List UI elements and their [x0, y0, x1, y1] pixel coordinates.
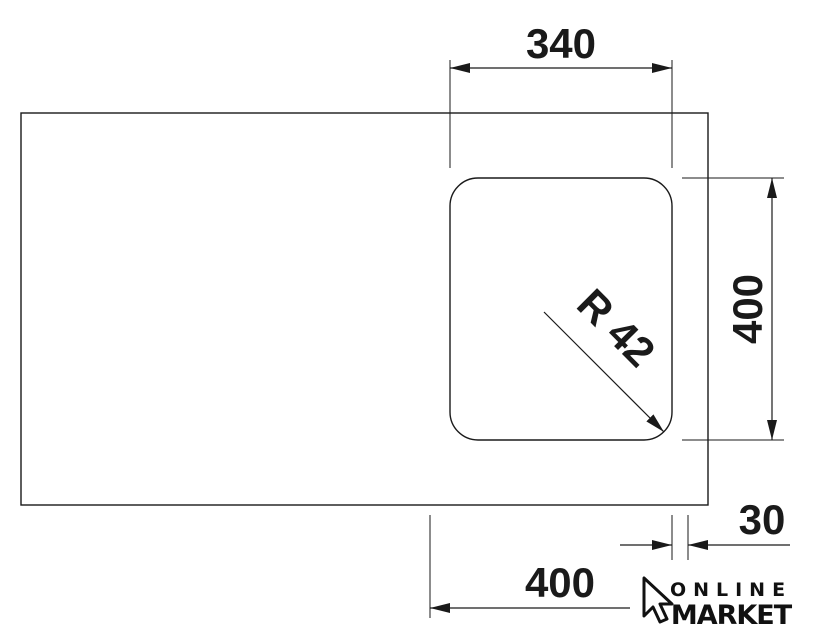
dimension-corner-radius: R 42: [543, 280, 665, 433]
dimension-rim-offset: 30: [620, 496, 790, 560]
dimension-overall-offset: 400: [429, 515, 630, 618]
label-bowl-depth: 400: [724, 274, 771, 344]
online-market-logo: ONLINE MARKET: [642, 576, 794, 631]
label-overall-offset: 400: [525, 559, 595, 606]
dimension-bowl-width: 340: [449, 20, 673, 168]
label-bowl-width: 340: [526, 20, 596, 67]
countertop-outline: [20, 112, 709, 506]
dimension-bowl-depth: 400: [682, 177, 784, 441]
logo-line2: MARKET: [671, 600, 793, 631]
sink-bowl-outline: [449, 177, 673, 441]
label-corner-radius: R 42: [568, 280, 664, 376]
cursor-arrow-icon: [642, 576, 674, 624]
label-rim-offset: 30: [739, 496, 786, 543]
logo-line1: ONLINE: [670, 579, 792, 601]
